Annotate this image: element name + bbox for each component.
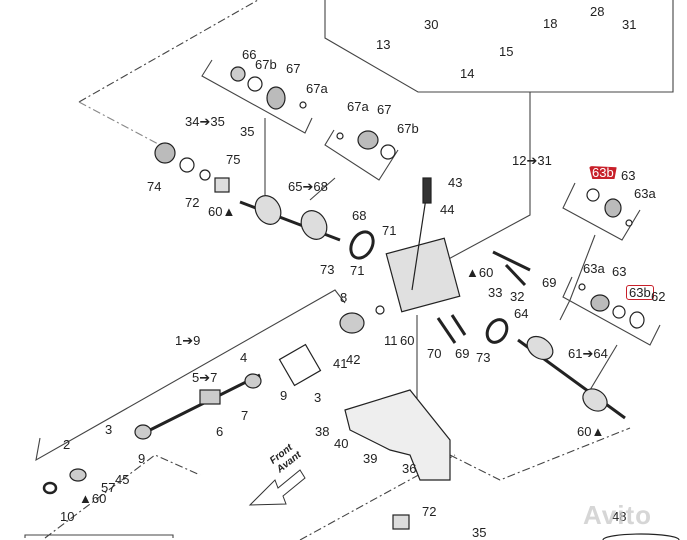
part-label-l72_b: 72 xyxy=(422,504,437,519)
part-label-l71_b: 71 xyxy=(350,263,365,278)
part-label-l32: 32 xyxy=(510,289,525,304)
part-label-l5: 5➔7 xyxy=(192,370,218,385)
part-label-l11: 11 xyxy=(384,333,398,348)
part-label-l28: 28 xyxy=(590,4,605,19)
part-label-l9_b: 9 xyxy=(138,451,146,466)
part-label-l36: 36 xyxy=(402,461,417,476)
part-label-l30: 30 xyxy=(424,17,439,32)
avito-watermark: Avito xyxy=(583,500,653,530)
part-label-l70: 70 xyxy=(427,346,442,361)
part-label-l67b_b: 67b xyxy=(397,121,419,136)
part-label-l71_a: 71 xyxy=(382,223,397,238)
part-label-l48: 48 xyxy=(612,509,627,524)
part-label-l74: 74 xyxy=(147,179,162,194)
part-label-l18: 18 xyxy=(543,16,558,31)
part-label-l60_b: ▲60 xyxy=(466,265,494,280)
part-label-l57: 57 xyxy=(101,480,116,495)
part-label-l73_b: 73 xyxy=(476,350,491,365)
part-label-l15: 15 xyxy=(499,44,514,59)
part-label-l60_a: 60▲ xyxy=(208,204,236,219)
part-label-l69_b: 69 xyxy=(455,346,470,361)
part-label-l68: 68 xyxy=(352,208,367,223)
part-label-l67b_a: 67b xyxy=(255,57,277,72)
part-label-l63a_bot: 63a xyxy=(583,261,605,276)
part-label-l14: 14 xyxy=(460,66,475,81)
part-label-l66: 66 xyxy=(242,47,257,62)
part-label-l6: 6 xyxy=(216,424,224,439)
part-label-l63b_bot: 63b xyxy=(626,285,654,300)
part-label-l34: 34➔35 xyxy=(185,114,225,129)
part-label-l3_b: 3 xyxy=(105,422,113,437)
part-label-l2: 2 xyxy=(63,437,71,452)
part-label-l13: 13 xyxy=(376,37,391,52)
part-label-l63a_top: 63a xyxy=(634,186,656,201)
part-label-l60_c: 60 xyxy=(400,333,415,348)
part-label-l7: 7 xyxy=(241,408,249,423)
part-label-l10: 10 xyxy=(60,509,75,524)
part-label-l73_a: 73 xyxy=(320,262,335,277)
part-label-l67a_b: 67a xyxy=(347,99,369,114)
part-label-l12: 12➔31 xyxy=(512,153,552,168)
part-label-l33: 33 xyxy=(488,285,503,300)
part-label-l42: 42 xyxy=(346,352,361,367)
part-label-l69_a: 69 xyxy=(542,275,557,290)
part-label-l40: 40 xyxy=(334,436,349,451)
part-label-l8: 8 xyxy=(340,290,348,305)
part-label-l38: 38 xyxy=(315,424,330,439)
part-label-l60_d: ▲60 xyxy=(79,491,107,506)
part-label-l63_bot: 63 xyxy=(612,264,627,279)
part-label-l35_a: 35 xyxy=(240,124,255,139)
part-label-l4: 4 xyxy=(240,350,248,365)
part-label-l75: 75 xyxy=(226,152,241,167)
part-label-l67a_a: 67a xyxy=(306,81,328,96)
front-arrow-icon xyxy=(248,469,306,506)
part-label-l65: 65➔68 xyxy=(288,179,328,194)
part-label-l44: 44 xyxy=(440,202,455,217)
part-label-l67_a: 67 xyxy=(286,61,301,76)
part-label-l62: 62 xyxy=(651,289,666,304)
part-label-l60_e: 60▲ xyxy=(577,424,605,439)
part-label-l64: 64 xyxy=(514,306,529,321)
part-label-l3_a: 3 xyxy=(314,390,322,405)
part-label-l61: 61➔64 xyxy=(568,346,608,361)
part-label-l9_a: 9 xyxy=(280,388,288,403)
part-label-l45: 45 xyxy=(115,472,130,487)
part-label-l67_b: 67 xyxy=(377,102,392,117)
part-label-l39: 39 xyxy=(363,451,378,466)
part-label-l63b_top: 63b xyxy=(589,166,617,179)
part-label-l72_a: 72 xyxy=(185,195,200,210)
part-label-l41: 41 xyxy=(333,356,348,371)
part-label-l63_top: 63 xyxy=(621,168,636,183)
part-label-l1: 1➔9 xyxy=(175,333,201,348)
part-label-l31: 31 xyxy=(622,17,637,32)
part-label-l43: 43 xyxy=(448,175,463,190)
part-label-l35_b: 35 xyxy=(472,525,487,540)
